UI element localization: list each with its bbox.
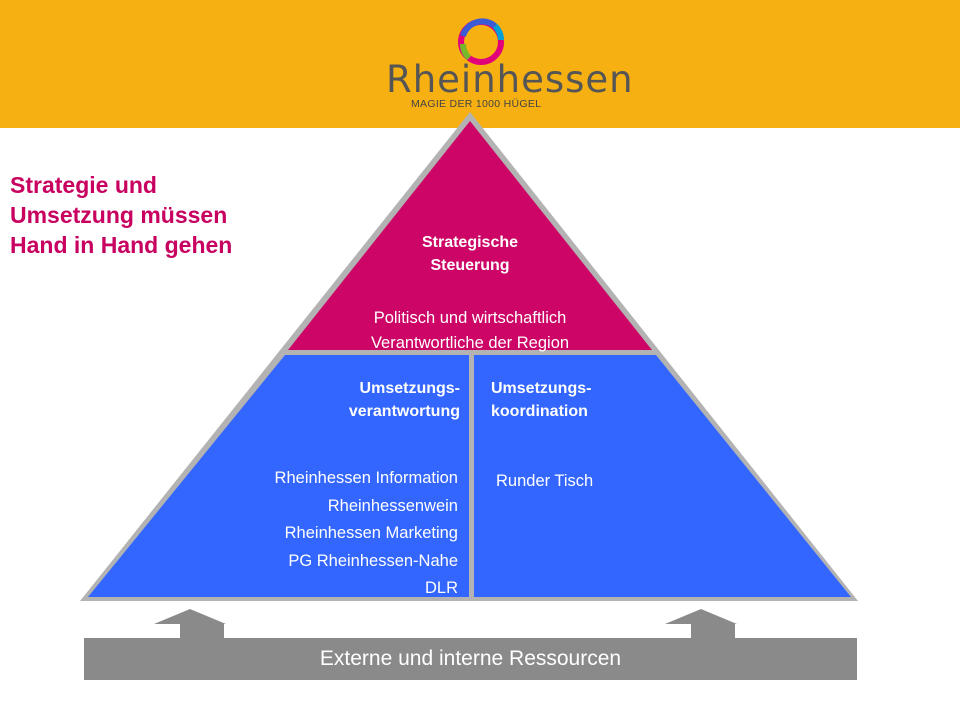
right-title-line-2: koordination [491,403,588,420]
strategy-title-line-2: Steuerung [430,257,510,274]
list-item: Rheinhessenwein [327,496,458,515]
strategy-desc-line-2: Verantwortliche der Region [370,334,570,352]
pyramid-top-section [288,121,652,350]
left-title-line-2: verantwortung [348,403,460,420]
right-arrow-icon [665,609,737,638]
implementation-coordination-title: Umsetzungs- koordination [491,377,691,423]
resources-label: Externe und interne Ressourcen [319,647,622,670]
resources-bar [84,638,857,680]
list-item: Runder Tisch [496,472,594,490]
strategy-title-line-1: Strategische [421,234,519,251]
strategy-title: Strategische Steuerung [360,231,580,277]
pyramid-left-section [88,355,469,597]
list-item: Rheinhessen Information [274,469,458,487]
strategy-desc-line-1: Politisch und wirtschaftlich [373,309,567,327]
pyramid-right-section [474,355,851,597]
list-item: DLR [424,579,458,597]
left-arrow-icon [154,609,226,638]
headline-line-3: Hand in Hand gehen [10,232,233,258]
rheinhessen-logo-icon [458,18,504,65]
brand-name: Rheinhessen [386,58,634,101]
list-item: Rheinhessen Marketing [284,524,458,542]
strategy-description: Politisch und wirtschaftlich Verantwortl… [320,306,620,356]
implementation-responsibility-title: Umsetzungs- verantwortung [260,377,460,423]
right-title-line-1: Umsetzungs- [491,380,592,397]
headline-line-2: Umsetzung müssen [10,202,228,228]
implementation-coordination-list: Runder Tisch [496,469,696,494]
implementation-responsibility-list: Rheinhessen Information Rheinhessenwein … [200,465,458,603]
headline: Strategie und Umsetzung müssen Hand in H… [10,170,310,260]
left-title-line-1: Umsetzungs- [359,380,460,397]
brand-tagline: MAGIE DER 1000 HÜGEL [411,98,542,110]
headline-line-1: Strategie und [10,172,157,198]
list-item: PG Rheinhessen-Nahe [288,551,458,570]
